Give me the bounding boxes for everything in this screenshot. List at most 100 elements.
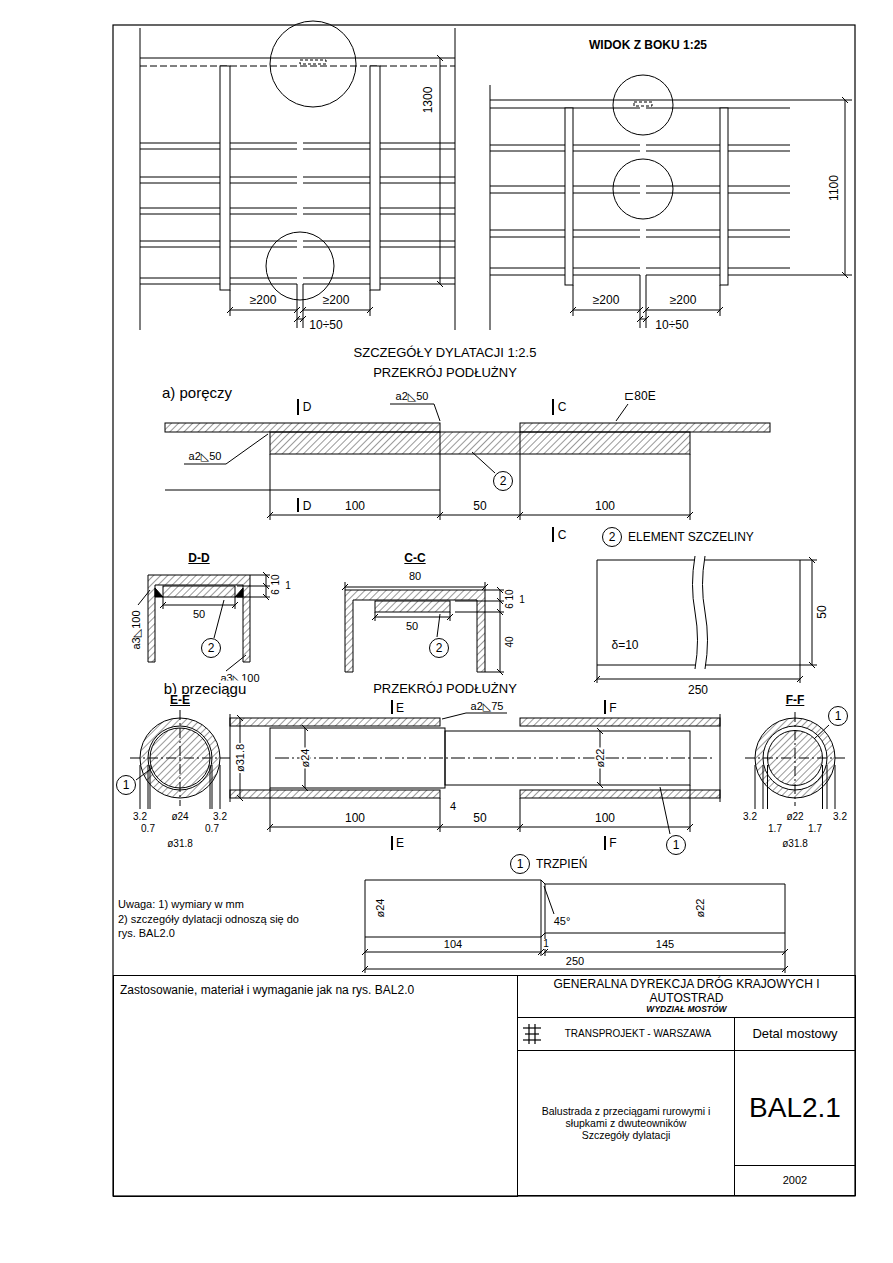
dimension-label: 50: [472, 812, 487, 824]
dimension-label: ø24: [170, 812, 189, 822]
dimension-label: 0.7: [140, 824, 156, 834]
dimension-label: 1300: [422, 86, 434, 115]
dimension-label: ø24: [300, 748, 311, 769]
section-mark: D: [302, 401, 313, 413]
dimension-label: 1.7: [767, 824, 783, 834]
title-block-text: BAL2.1: [749, 1092, 841, 1124]
callout-number: 1: [666, 835, 686, 855]
dimension-label: 145: [655, 939, 675, 950]
company-logo: [523, 1024, 541, 1044]
part-heading: ELEMENT SZCZELINY: [628, 531, 754, 543]
dimension-label: 50: [405, 621, 419, 632]
dimension-label: 100: [594, 812, 616, 824]
section-mark: F: [608, 837, 617, 849]
section-d-d: [138, 575, 270, 671]
side-view-left: [140, 21, 455, 330]
dimension-label: ø31.8: [166, 839, 194, 849]
dimension-label: 10÷50: [308, 319, 343, 331]
callout-number: 2: [493, 471, 513, 491]
dimension-label: δ=10: [610, 639, 639, 651]
dimension-label: 1.7: [807, 824, 823, 834]
callout-number-text: 2: [201, 638, 221, 658]
weld-symbol: a2◺50: [395, 391, 430, 402]
dimension-label: ø22: [695, 898, 706, 919]
callout-number: 1 TRZPIEŃ: [510, 854, 587, 874]
callout-number-text: 1: [828, 706, 848, 726]
section-title: PRZEKRÓJ PODŁUŻNY: [372, 366, 518, 379]
title-block-cell: Balustrada z przeciągami rurowymi i słup…: [517, 1050, 735, 1196]
dimension-label: 45°: [553, 916, 572, 927]
section-mark: F: [608, 702, 617, 714]
section-title: E-E: [169, 694, 191, 706]
dimension-label: 80: [408, 571, 422, 582]
callout-number-text: 1: [666, 835, 686, 855]
callout-number-text: 1: [116, 775, 136, 795]
sheet-frame: [113, 25, 855, 1196]
callout-number: 2 ELEMENT SZCZELINY: [602, 527, 754, 547]
section-mark: D: [302, 500, 313, 512]
dimension-label: 10: [271, 573, 281, 586]
weld-symbol: a2◺50: [188, 451, 223, 462]
callout-number: 1: [828, 706, 848, 726]
dimension-label: 6: [271, 588, 281, 596]
callout-number: 2: [201, 638, 221, 658]
title-block-text: Detal mostowy: [752, 1027, 837, 1042]
dimension-label: 3.2: [212, 812, 228, 822]
dimension-label: ≥200: [249, 294, 278, 306]
dimension-label: 50: [816, 604, 828, 619]
section-mark: C: [557, 529, 568, 541]
dimension-label: ≥200: [669, 294, 698, 306]
dimension-label: 250: [687, 684, 709, 696]
dimension-label: 100: [594, 500, 616, 512]
subsection-title: a) poręczy: [161, 385, 233, 400]
dimension-label: 3.2: [132, 812, 148, 822]
section-title: C-C: [403, 552, 426, 564]
dimension-label: 40: [505, 635, 515, 648]
dimension-label: 0.7: [204, 824, 220, 834]
dimension-label: ø31.8: [235, 743, 246, 773]
weld-symbol: a2◺75: [470, 701, 505, 712]
view-title: WIDOK Z BOKU 1:25: [588, 39, 708, 51]
section-title: D-D: [187, 552, 210, 564]
profile-label: ⊏80E: [623, 390, 656, 402]
note: 2) szczegóły dylatacji odnoszą się do ry…: [117, 913, 319, 941]
section-mark: E: [395, 837, 405, 849]
dimension-label: ø22: [785, 812, 804, 822]
dimension-label: 100: [344, 500, 366, 512]
title-block-cell: GENERALNA DYREKCJA DRÓG KRAJOWYCH I AUTO…: [517, 975, 856, 1018]
title-block-cell: Zastosowanie, materiał i wymaganie jak n…: [113, 975, 518, 1197]
title-block-text: WYDZIAŁ MOSTÓW: [646, 1005, 726, 1015]
title-block-text: Zastosowanie, materiał i wymaganie jak n…: [120, 984, 414, 998]
dimension-label: 3.2: [832, 812, 848, 822]
gap-plate: [597, 556, 817, 683]
side-view-right: [490, 75, 852, 330]
handrail-section: [165, 399, 770, 542]
dimension-label: ø31.8: [781, 839, 809, 849]
dimension-label: 10: [505, 588, 515, 601]
dimension-label: ≥200: [322, 294, 351, 306]
dimension-label: ø24: [375, 898, 386, 919]
dimension-label: 3.2: [742, 812, 758, 822]
dimension-label: 6: [505, 602, 515, 610]
section-f-f: [745, 712, 845, 809]
dimension-label: 50: [192, 609, 206, 620]
dimension-label: 100: [344, 812, 366, 824]
callout-number-text: 2: [602, 527, 622, 547]
dimension-label: 50: [472, 500, 487, 512]
section-title: PRZEKRÓJ PODŁUŻNY: [372, 682, 518, 695]
part-heading: TRZPIEŃ: [536, 858, 587, 870]
callout-number-text: 1: [510, 854, 530, 874]
pin-detail: [365, 880, 785, 973]
section-title: F-F: [785, 694, 806, 706]
title-block-text: Szczegóły dylatacji: [582, 1129, 671, 1141]
dimension-label: 1: [518, 595, 526, 605]
dimension-label: 1100: [828, 174, 840, 202]
dimension-label: ø22: [595, 748, 606, 769]
title-block-cell: Detal mostowy: [734, 1017, 856, 1051]
section-e-e: [130, 710, 230, 809]
title-block-text: GENERALNA DYREKCJA DRÓG KRAJOWYCH I AUTO…: [522, 978, 851, 1006]
callout-number-text: 2: [493, 471, 513, 491]
weld-symbol: a3◺100: [131, 609, 142, 650]
section-mark: E: [395, 702, 405, 714]
